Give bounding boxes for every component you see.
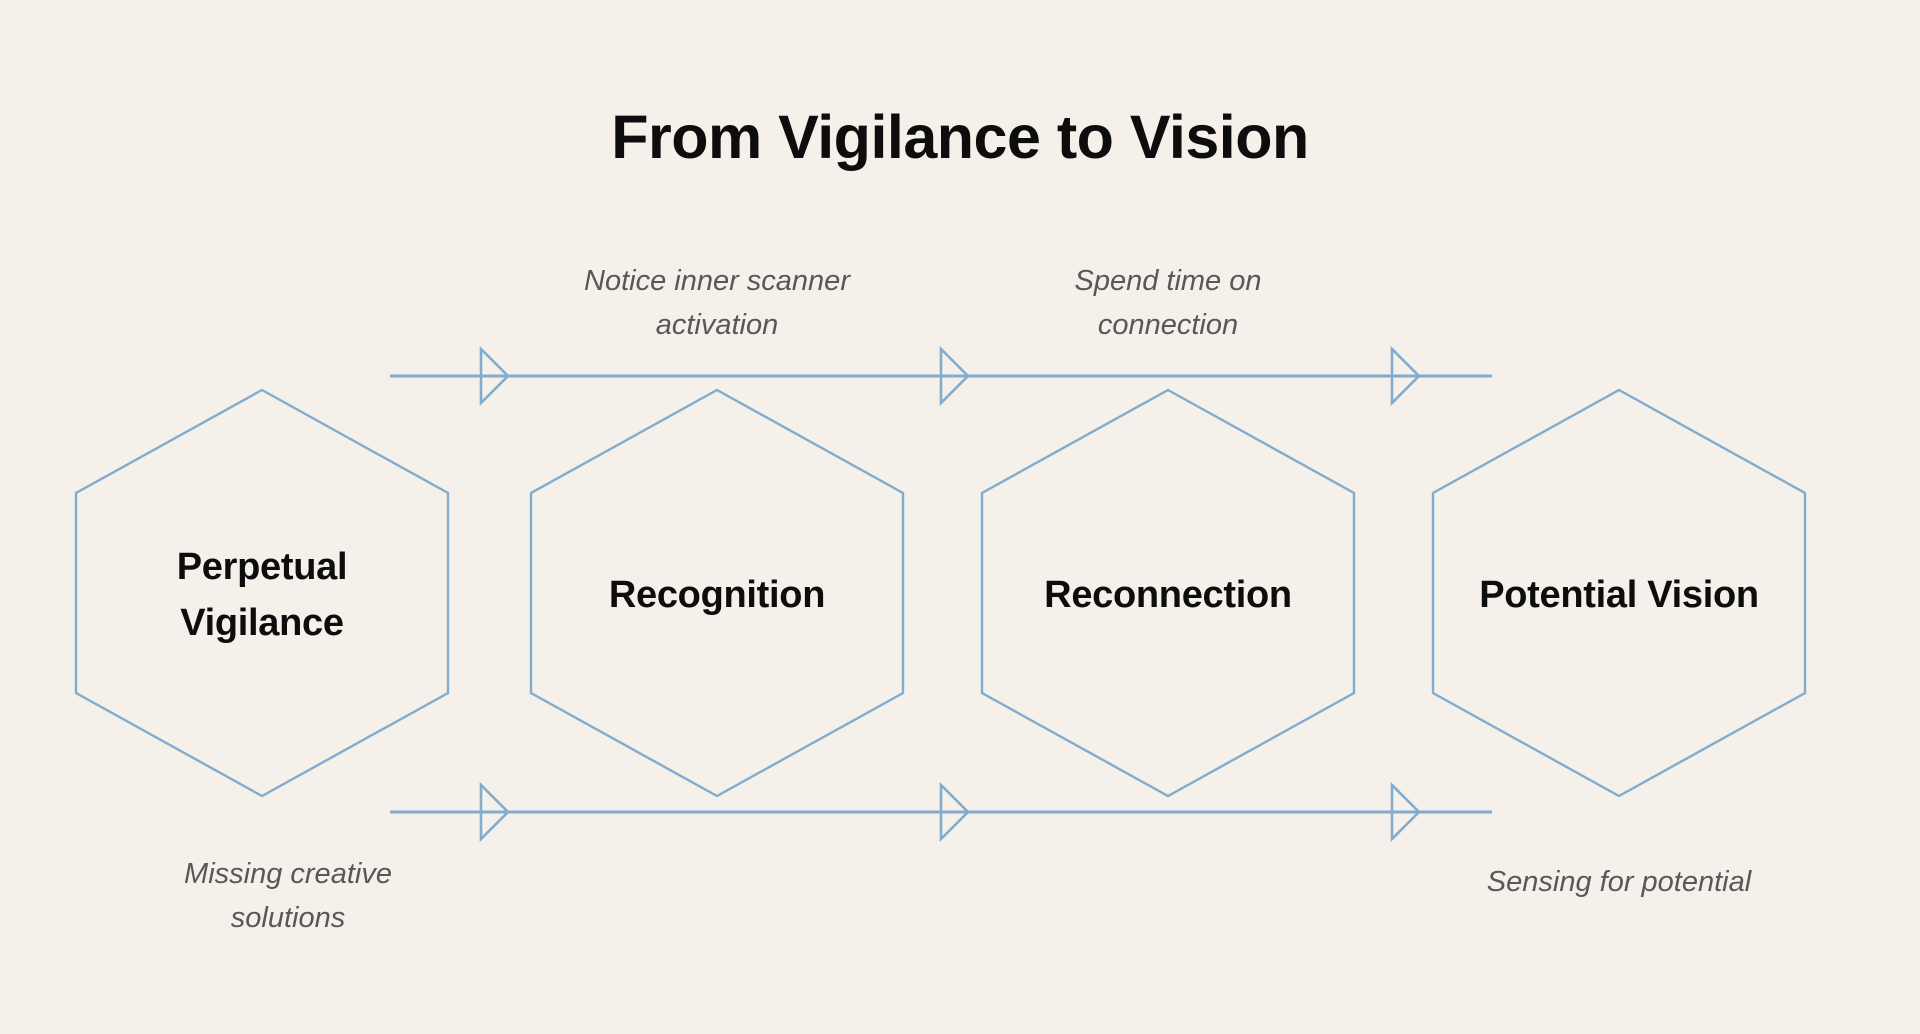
node-label-perpetual-vigilance-line1: Perpetual [177, 546, 347, 588]
edge-label-sensing-for-potential: Sensing for potential [1487, 866, 1753, 898]
node-label-recognition: Recognition [609, 574, 825, 616]
edge-label-spend-time-on-connection-line1: Spend time on [1074, 265, 1261, 297]
edge-label-missing-creative-solutions-line2: solutions [231, 902, 345, 934]
edge-label-missing-creative-solutions-line1: Missing creative [184, 858, 392, 890]
top-arrow-head-1-icon [479, 345, 510, 407]
hexagon-shape-perpetual-vigilance[interactable] [74, 388, 450, 798]
node-reconnection[interactable]: Reconnection [980, 388, 1356, 798]
hexagon-shape-potential-vision[interactable] [1431, 388, 1807, 798]
top-flow-group: Notice inner scanner activation Spend ti… [390, 265, 1492, 407]
bottom-arrow-head-1-icon [479, 781, 510, 843]
top-arrow-head-3-icon [1390, 345, 1421, 407]
edge-label-spend-time-on-connection-line2: connection [1098, 309, 1238, 341]
node-label-potential-vision: Potential Vision [1479, 574, 1759, 616]
hexagon-shape-recognition[interactable] [529, 388, 905, 798]
node-recognition[interactable]: Recognition [529, 388, 905, 798]
node-label-perpetual-vigilance-line2: Vigilance [180, 602, 343, 644]
hexagon-nodes-group: Perpetual Vigilance Recognition Reconnec… [74, 388, 1807, 798]
bottom-flow-group: Missing creative solutions Sensing for p… [184, 781, 1753, 934]
hexagon-shape-reconnection[interactable] [980, 388, 1356, 798]
page-title: From Vigilance to Vision [611, 103, 1309, 171]
node-perpetual-vigilance[interactable]: Perpetual Vigilance [74, 388, 450, 798]
edge-label-notice-inner-scanner-line2: activation [656, 309, 779, 341]
bottom-arrow-head-2-icon [939, 781, 970, 843]
bottom-arrow-head-3-icon [1390, 781, 1421, 843]
edge-label-notice-inner-scanner-line1: Notice inner scanner [584, 265, 851, 297]
top-arrow-head-2-icon [939, 345, 970, 407]
node-potential-vision[interactable]: Potential Vision [1431, 388, 1807, 798]
node-label-reconnection: Reconnection [1044, 574, 1292, 616]
